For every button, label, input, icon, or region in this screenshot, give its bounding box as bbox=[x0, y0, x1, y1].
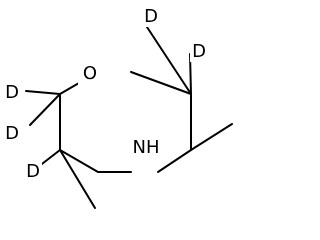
deuterium-label-c3: D bbox=[26, 161, 40, 182]
ring-nitrogen-label: NH bbox=[133, 137, 160, 158]
deuterium-label-c6-top: D bbox=[144, 6, 158, 27]
deuterium-label-c2-upper: D bbox=[5, 82, 19, 103]
bond-c2-d-lower bbox=[29, 93, 61, 126]
molecule-structure: O NH D D D D D bbox=[5, 6, 233, 209]
bond-n-c5 bbox=[157, 149, 192, 173]
bond-c6-d-upper bbox=[144, 23, 192, 95]
bond-c5-methyl bbox=[190, 123, 233, 151]
bond-c2-d-upper bbox=[25, 90, 61, 95]
bond-c6-o bbox=[130, 71, 192, 95]
ring-oxygen-label: O bbox=[83, 63, 97, 84]
deuterium-label-c6-right: D bbox=[192, 41, 206, 62]
deuterium-label-c2-lower: D bbox=[5, 123, 19, 144]
bond-c3-methyl bbox=[59, 149, 96, 209]
bond-c3-n bbox=[59, 149, 99, 173]
